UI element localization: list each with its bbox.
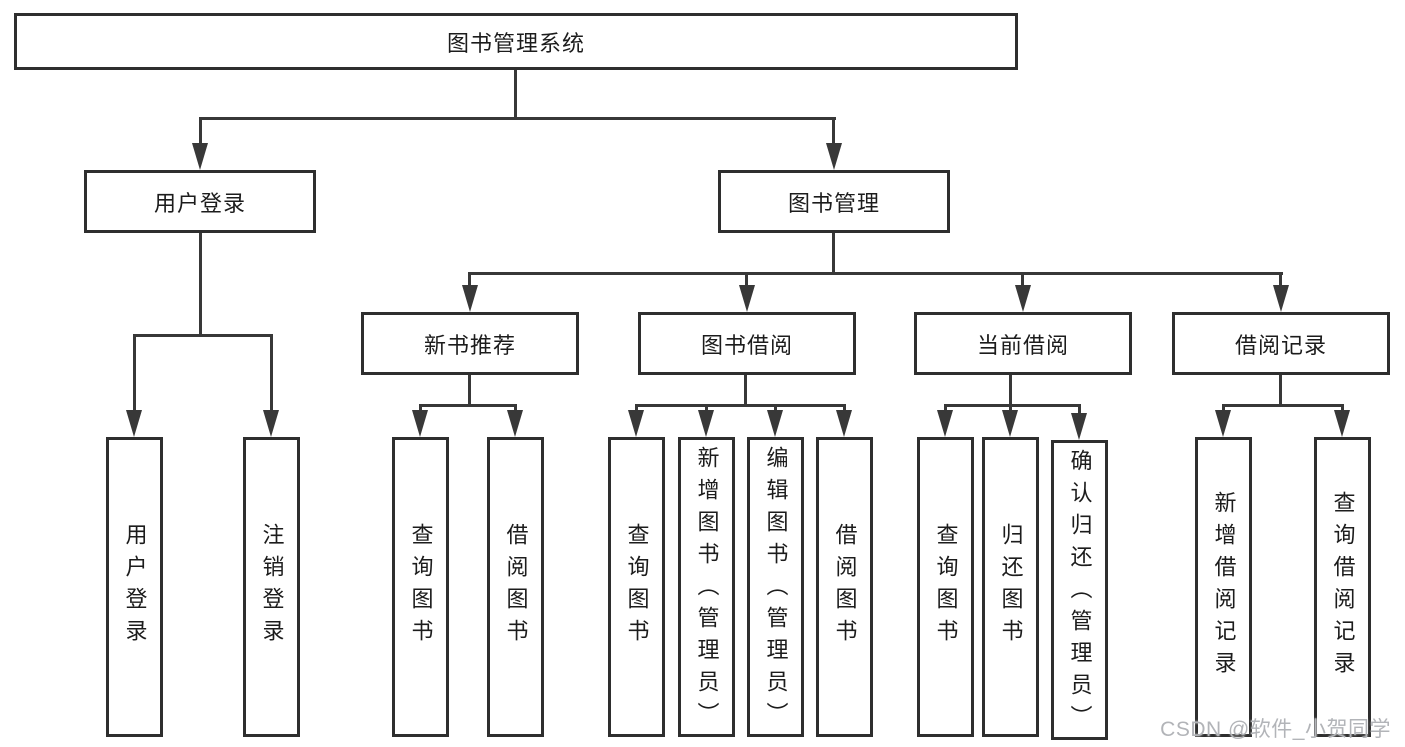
connector-bb-bus <box>635 404 846 407</box>
arrowhead-bb-child2 <box>698 410 714 437</box>
arrowhead-nb-child2 <box>507 410 523 437</box>
arrowhead-nb-child1 <box>412 410 428 437</box>
connector-bb-stem <box>744 375 747 407</box>
connector-cb-child2-stem <box>1009 404 1012 414</box>
leaf-bb-add-books-admin: 新增图书（管理员） <box>678 437 735 737</box>
arrowhead-bb-child3 <box>767 410 783 437</box>
arrowhead-ul-child1 <box>126 410 142 437</box>
leaf-cb-confirm-return-admin: 确认归还（管理员） <box>1051 440 1108 740</box>
connector-level3-bus <box>469 272 1283 275</box>
connector-ul-stem <box>199 233 202 337</box>
arrowhead-cb-child3 <box>1071 413 1087 440</box>
leaf-logout: 注销登录 <box>243 437 300 737</box>
connector-root-stem <box>514 70 517 120</box>
arrowhead-book-borrow <box>739 285 755 312</box>
node-root: 图书管理系统 <box>14 13 1018 70</box>
connector-br-child2-stem <box>1341 404 1344 414</box>
node-book-management: 图书管理 <box>718 170 950 233</box>
leaf-user-login: 用户登录 <box>106 437 163 737</box>
connector-nb-stem <box>468 375 471 407</box>
arrowhead-cb-child2 <box>1002 410 1018 437</box>
leaf-br-add-record: 新增借阅记录 <box>1195 437 1252 737</box>
connector-arrow-cb-stem <box>1021 272 1024 286</box>
connector-nb-child1-stem <box>419 404 422 414</box>
leaf-nb-borrow-books: 借阅图书 <box>487 437 544 737</box>
connector-arrow-user-login-stem <box>199 117 202 144</box>
connector-bb-child3-stem <box>774 404 777 414</box>
connector-br-child1-stem <box>1222 404 1225 414</box>
leaf-cb-return-books: 归还图书 <box>982 437 1039 737</box>
arrowhead-bb-child1 <box>628 410 644 437</box>
connector-cb-bus <box>944 404 1081 407</box>
leaf-bb-edit-books-admin: 编辑图书（管理员） <box>747 437 804 737</box>
leaf-nb-query-books: 查询图书 <box>392 437 449 737</box>
connector-arrow-bb-stem <box>745 272 748 286</box>
connector-cb-child1-stem <box>944 404 947 414</box>
connector-ul-child1-stem <box>133 334 136 411</box>
arrowhead-ul-child2 <box>263 410 279 437</box>
node-current-borrow: 当前借阅 <box>914 312 1132 375</box>
arrowhead-br-child2 <box>1334 410 1350 437</box>
leaf-bb-borrow-books: 借阅图书 <box>816 437 873 737</box>
connector-bm-stem <box>832 233 835 275</box>
arrowhead-borrow-records <box>1273 285 1289 312</box>
arrowhead-br-child1 <box>1215 410 1231 437</box>
arrowhead-new-book-recommend <box>462 285 478 312</box>
connector-ul-bus <box>133 334 273 337</box>
node-book-borrow: 图书借阅 <box>638 312 856 375</box>
leaf-bb-query-books: 查询图书 <box>608 437 665 737</box>
connector-level2-bus <box>199 117 836 120</box>
connector-arrow-book-mgmt-stem <box>832 117 835 144</box>
arrowhead-bb-child4 <box>836 410 852 437</box>
connector-br-stem <box>1279 375 1282 407</box>
csdn-watermark: CSDN @软件_小贺同学 <box>1160 718 1391 741</box>
connector-bb-child1-stem <box>635 404 638 414</box>
arrowhead-current-borrow <box>1015 285 1031 312</box>
connector-arrow-br-stem <box>1279 272 1282 286</box>
connector-nb-child2-stem <box>514 404 517 414</box>
leaf-cb-query-books: 查询图书 <box>917 437 974 737</box>
node-borrow-records: 借阅记录 <box>1172 312 1390 375</box>
connector-cb-child3-stem <box>1078 404 1081 416</box>
node-new-book-recommend: 新书推荐 <box>361 312 579 375</box>
arrowhead-book-mgmt <box>826 143 842 170</box>
arrowhead-user-login <box>192 143 208 170</box>
node-user-login: 用户登录 <box>84 170 316 233</box>
arrowhead-cb-child1 <box>937 410 953 437</box>
connector-arrow-nb-stem <box>468 272 471 286</box>
connector-br-bus <box>1222 404 1344 407</box>
connector-bb-child2-stem <box>705 404 708 414</box>
connector-nb-bus <box>419 404 517 407</box>
connector-ul-child2-stem <box>270 334 273 411</box>
connector-bb-child4-stem <box>843 404 846 414</box>
leaf-br-query-record: 查询借阅记录 <box>1314 437 1371 737</box>
connector-cb-stem <box>1009 375 1012 407</box>
